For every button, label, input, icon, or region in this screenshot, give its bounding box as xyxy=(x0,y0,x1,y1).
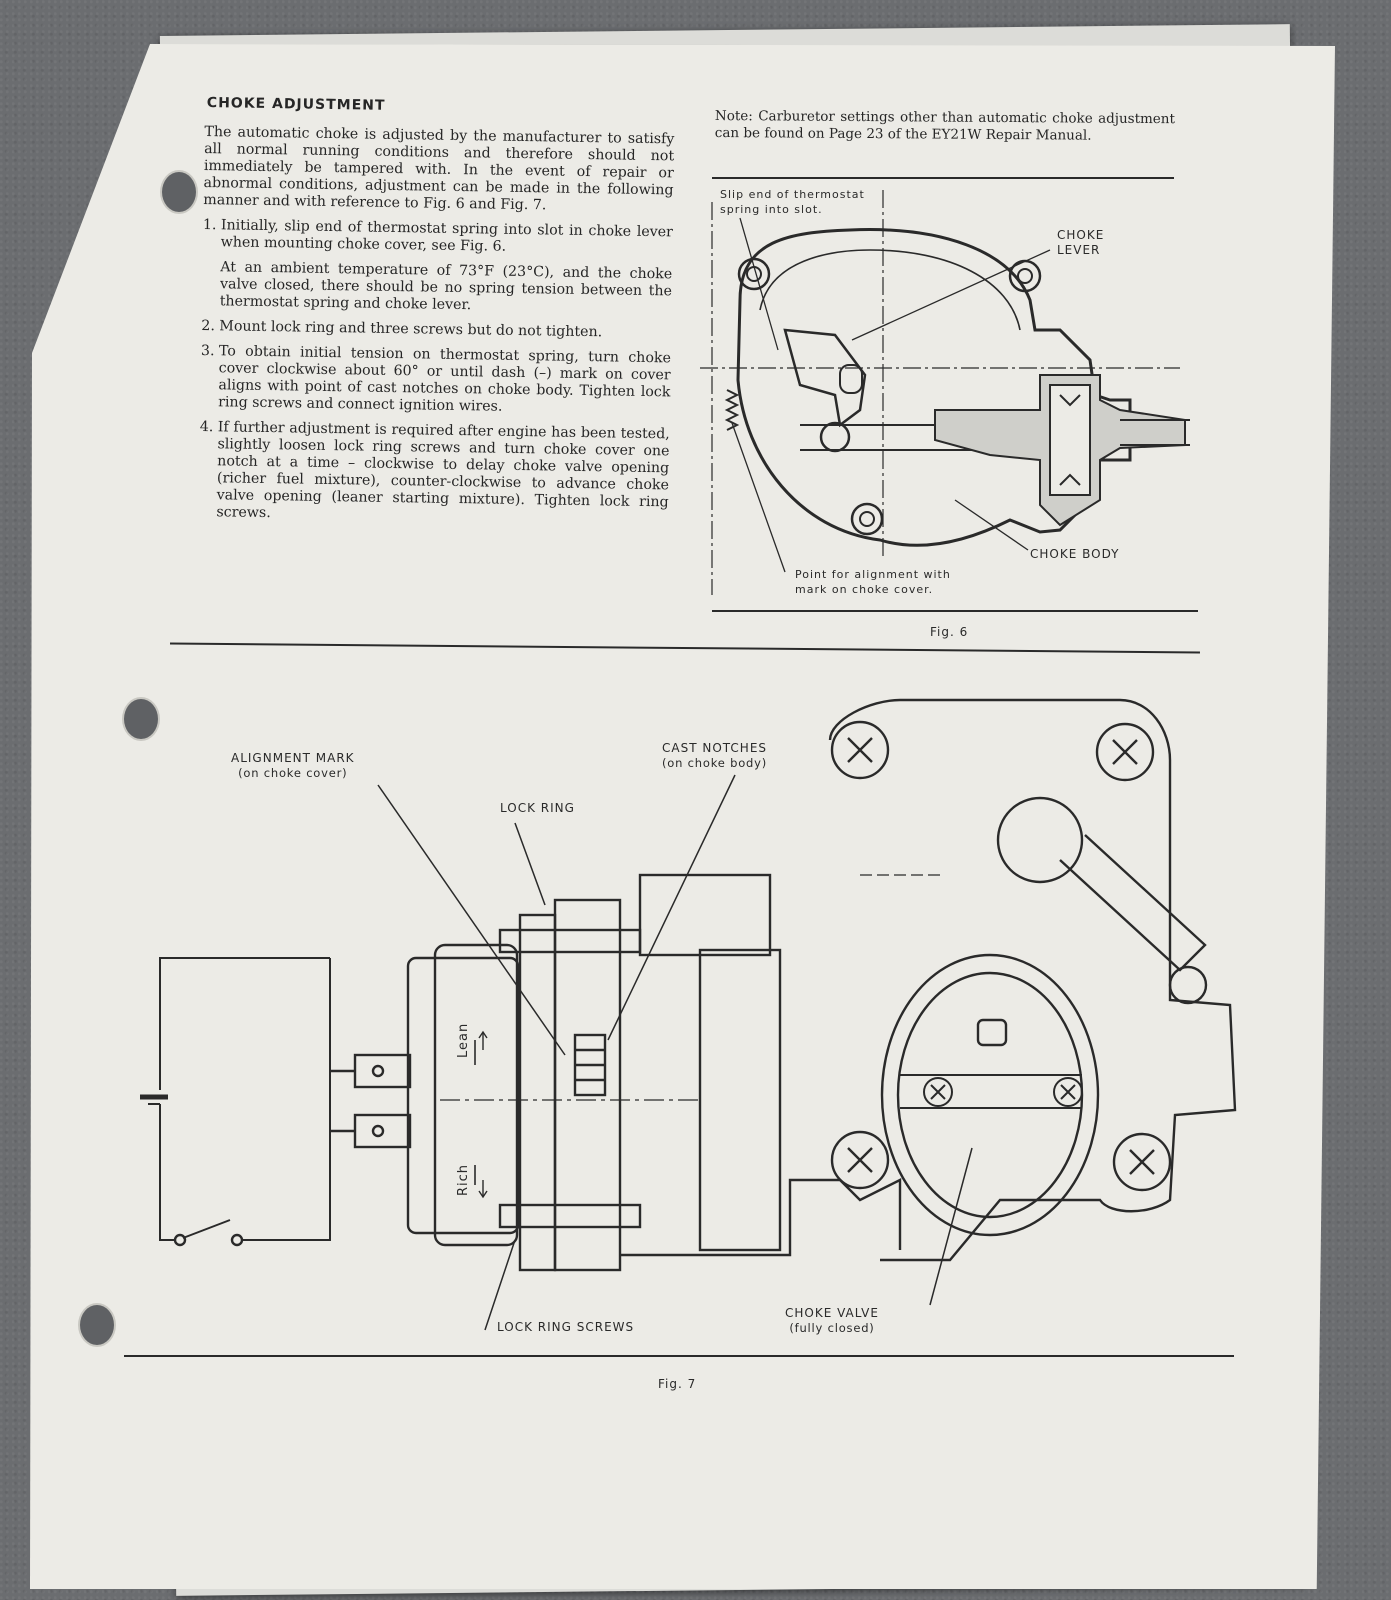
step-1: 1. Initially, slip end of thermostat spr… xyxy=(202,217,673,317)
choke-adjustment-section: CHOKE ADJUSTMENT The automatic choke is … xyxy=(198,95,675,536)
fig6-label-slip-end: Slip end of thermostat spring into slot. xyxy=(720,188,865,216)
fig6-caption: Fig. 6 xyxy=(930,625,969,639)
step-number: 1. xyxy=(202,216,217,234)
step-text: Mount lock ring and three screws but do … xyxy=(219,318,603,341)
fig6-bottom-rule xyxy=(712,610,1198,612)
step-subtext: At an ambient temperature of 73°F (23°C)… xyxy=(219,259,673,314)
binder-hole-middle xyxy=(122,697,160,741)
carburetor-note: Note: Carburetor settings other than aut… xyxy=(714,108,1175,144)
step-number: 3. xyxy=(200,342,215,360)
fig6-label-choke-lever: CHOKE LEVER xyxy=(1057,228,1105,257)
fig7-caption: Fig. 7 xyxy=(658,1377,697,1391)
binder-hole-top xyxy=(160,170,198,214)
binder-hole-bottom xyxy=(78,1303,116,1347)
fig6-label-choke-body: CHOKE BODY xyxy=(1030,547,1120,561)
fig7-label-lock-ring-screws: LOCK RING SCREWS xyxy=(497,1320,635,1334)
fig6-label-alignment-point: Point for alignment with mark on choke c… xyxy=(795,568,951,596)
step-4: 4. If further adjustment is required aft… xyxy=(198,419,670,528)
step-number: 4. xyxy=(199,418,214,436)
step-3: 3. To obtain initial tension on thermost… xyxy=(200,343,671,418)
step-2: 2. Mount lock ring and three screws but … xyxy=(201,318,671,342)
step-text: To obtain initial tension on thermostat … xyxy=(218,343,672,415)
fig7-label-lean: Lean xyxy=(456,1022,471,1058)
fig7-label-choke-valve: CHOKE VALVE (fully closed) xyxy=(785,1306,879,1335)
fig7-bottom-rule xyxy=(124,1355,1234,1357)
step-text: If further adjustment is required after … xyxy=(216,419,670,522)
fig7-label-lock-ring: LOCK RING xyxy=(500,801,575,815)
intro-paragraph: The automatic choke is adjusted by the m… xyxy=(203,123,675,214)
fig7-label-alignment-mark: ALIGNMENT MARK (on choke cover) xyxy=(231,751,355,780)
step-number: 2. xyxy=(201,317,216,335)
step-text: Initially, slip end of thermostat spring… xyxy=(220,217,674,255)
fig7-label-rich: Rich xyxy=(456,1163,471,1196)
note-divider xyxy=(712,177,1174,179)
fig7-label-cast-notches: CAST NOTCHES (on choke body) xyxy=(662,741,768,770)
